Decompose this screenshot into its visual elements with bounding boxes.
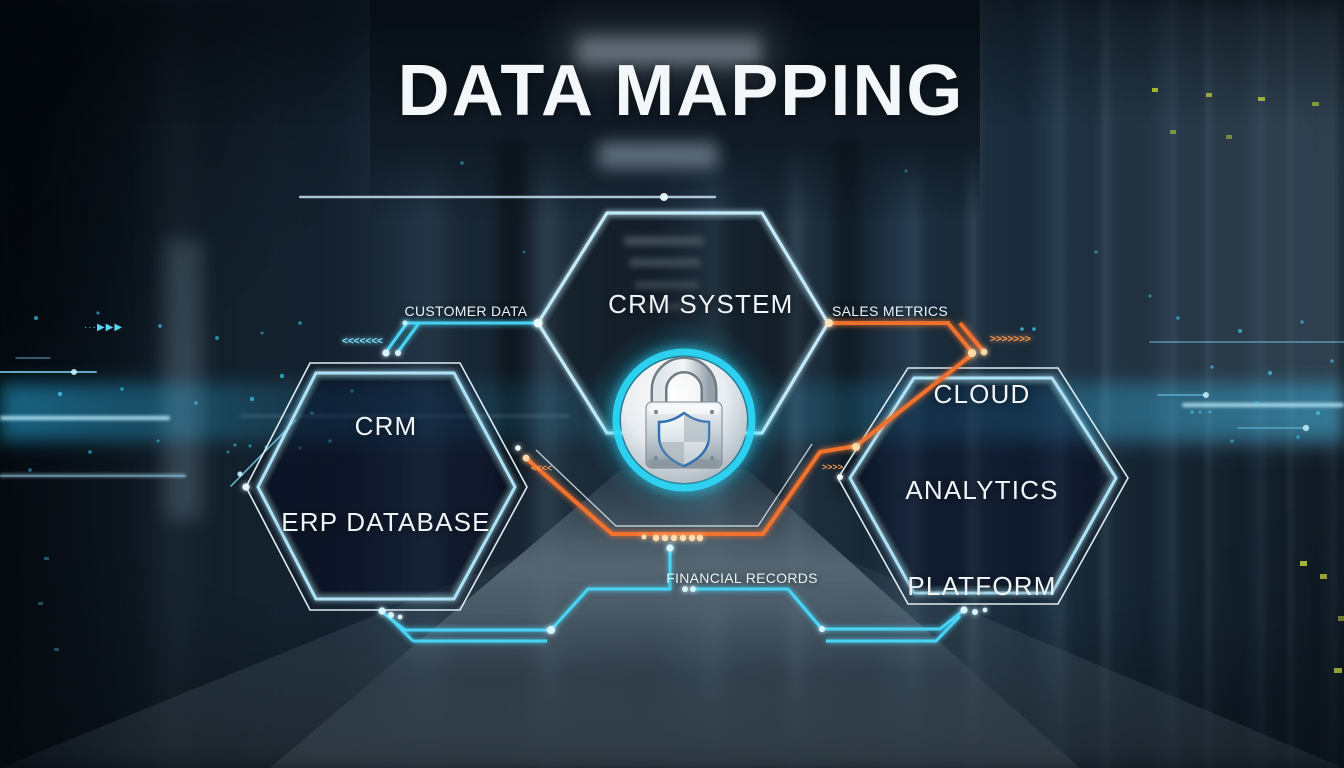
crm-system-text: CRM SYSTEM [608, 289, 793, 319]
page-title: DATA MAPPING [398, 50, 965, 132]
node-label-erp-database: CRM ERP DATABASE [281, 346, 490, 602]
erp-line-2: ERP DATABASE [281, 506, 490, 538]
small-right-chevrons-icon: >>>> [822, 462, 843, 472]
cloud-line-1: CLOUD [905, 378, 1058, 410]
node-label-cloud-analytics: CLOUD ANALYTICS PLATFORM [905, 314, 1058, 666]
connector-label-sales-metrics: SALES METRICS [832, 303, 948, 319]
connector-label-financial-records: FINANCIAL RECORDS [666, 570, 818, 586]
node-label-crm-system: CRM SYSTEM [574, 256, 793, 352]
small-left-chevrons-icon: <<<< [531, 463, 552, 473]
connector-label-customer-data: CUSTOMER DATA [405, 303, 528, 319]
cloud-line-3: PLATFORM [905, 570, 1058, 602]
erp-line-1: CRM [281, 410, 490, 442]
dotted-arrow-icon: ···▶▶▶ [84, 322, 123, 333]
cloud-line-2: ANALYTICS [905, 474, 1058, 506]
